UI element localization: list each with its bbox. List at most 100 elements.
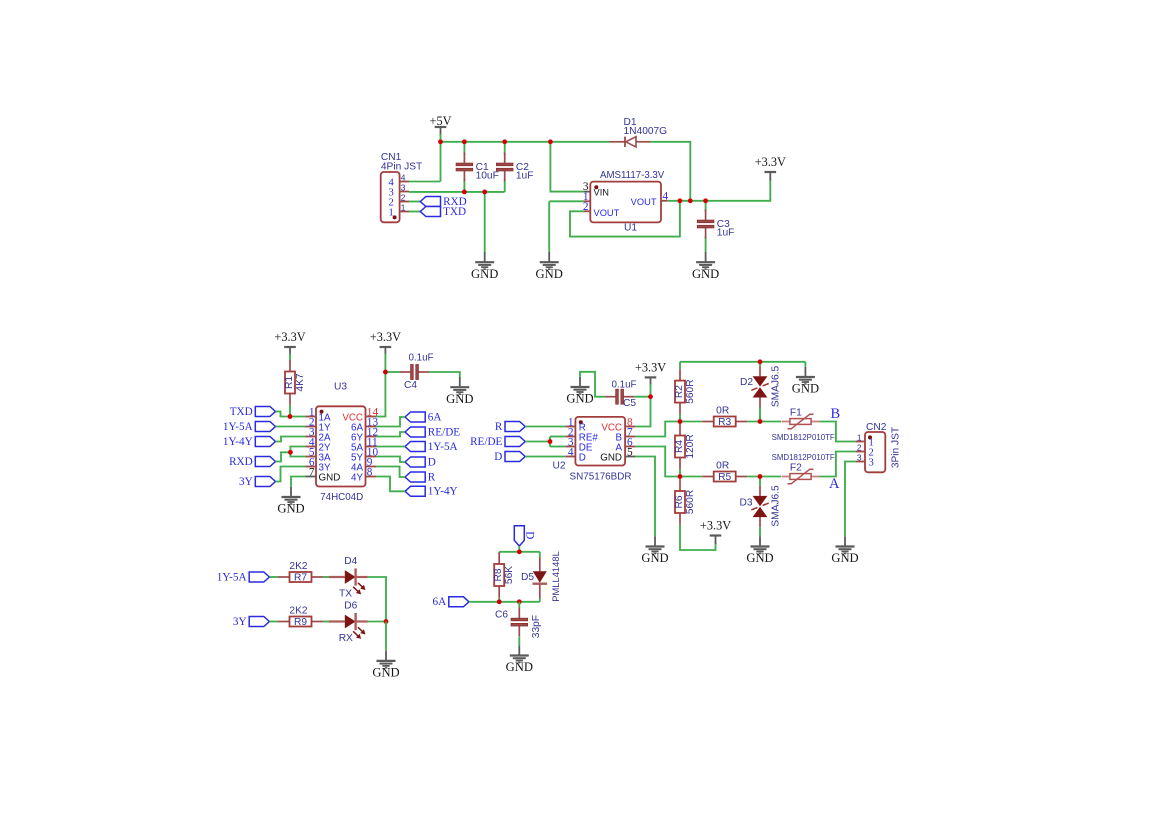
svg-text:+3.3V: +3.3V	[755, 155, 786, 169]
svg-text:+3.3V: +3.3V	[274, 330, 305, 344]
svg-text:4: 4	[309, 437, 315, 449]
svg-text:5Y: 5Y	[351, 452, 363, 463]
svg-text:CN2: CN2	[866, 422, 887, 433]
svg-text:3Y: 3Y	[239, 476, 253, 488]
svg-text:13: 13	[367, 417, 379, 429]
svg-text:1Y-4Y: 1Y-4Y	[223, 436, 253, 448]
svg-text:10: 10	[367, 447, 379, 459]
svg-text:GND: GND	[792, 382, 819, 396]
svg-text:1Y-5A: 1Y-5A	[217, 571, 247, 583]
svg-text:R3: R3	[718, 417, 731, 428]
svg-text:560R: 560R	[685, 379, 696, 403]
svg-text:4: 4	[401, 172, 406, 182]
svg-text:GND: GND	[536, 267, 563, 281]
svg-text:3: 3	[583, 181, 589, 193]
svg-text:3: 3	[857, 452, 862, 462]
svg-text:1: 1	[309, 407, 315, 419]
svg-text:TXD: TXD	[230, 406, 253, 418]
svg-text:TXD: TXD	[443, 206, 466, 218]
svg-text:DE: DE	[579, 442, 593, 453]
svg-text:GND: GND	[746, 551, 773, 565]
svg-text:4K7: 4K7	[295, 373, 306, 391]
svg-text:D: D	[428, 456, 436, 468]
svg-text:4: 4	[389, 177, 395, 188]
svg-text:C5: C5	[623, 398, 636, 409]
svg-text:+3.3V: +3.3V	[370, 330, 401, 344]
svg-text:4Y: 4Y	[351, 472, 363, 483]
svg-text:VIN: VIN	[594, 187, 610, 197]
svg-text:D2: D2	[740, 377, 753, 388]
svg-text:F2: F2	[790, 463, 802, 474]
svg-text:4: 4	[568, 447, 574, 459]
svg-text:3: 3	[389, 187, 394, 198]
svg-text:+3.3V: +3.3V	[635, 361, 666, 375]
svg-text:GND: GND	[506, 660, 533, 674]
svg-text:9: 9	[367, 457, 373, 469]
svg-text:1Y: 1Y	[319, 422, 331, 433]
svg-text:1A: 1A	[319, 412, 331, 423]
svg-text:R1: R1	[284, 376, 295, 389]
svg-text:C3: C3	[717, 219, 730, 230]
svg-text:C6: C6	[495, 610, 508, 621]
svg-text:RE/DE: RE/DE	[428, 426, 460, 438]
svg-text:3Y: 3Y	[233, 616, 247, 628]
svg-text:RXD: RXD	[443, 196, 467, 208]
svg-text:2: 2	[389, 197, 394, 208]
svg-text:RE#: RE#	[579, 432, 599, 443]
svg-text:D4: D4	[344, 556, 357, 567]
svg-text:1uF: 1uF	[717, 227, 735, 238]
svg-text:6A: 6A	[428, 411, 442, 423]
svg-text:1N4007G: 1N4007G	[624, 126, 668, 137]
svg-text:6Y: 6Y	[351, 432, 363, 443]
svg-text:SMAJ6.5: SMAJ6.5	[770, 366, 781, 408]
svg-text:6A: 6A	[433, 596, 447, 608]
svg-text:3: 3	[568, 437, 574, 449]
svg-text:6: 6	[309, 457, 315, 469]
svg-text:2: 2	[869, 447, 874, 458]
svg-text:R: R	[579, 422, 586, 433]
svg-text:0.1uF: 0.1uF	[408, 352, 433, 363]
svg-text:F1: F1	[790, 408, 802, 419]
svg-text:A: A	[615, 442, 622, 453]
svg-text:R5: R5	[718, 472, 731, 483]
svg-text:VCC: VCC	[342, 412, 363, 423]
svg-text:U2: U2	[553, 461, 566, 472]
svg-text:D: D	[579, 452, 586, 463]
svg-text:GND: GND	[831, 551, 858, 565]
svg-text:10uF: 10uF	[476, 170, 499, 181]
svg-text:R2: R2	[674, 385, 685, 398]
svg-text:SMD1812P010TF: SMD1812P010TF	[772, 453, 835, 462]
svg-text:GND: GND	[692, 267, 719, 281]
svg-text:0R: 0R	[716, 460, 729, 471]
svg-text:2K2: 2K2	[289, 561, 307, 572]
svg-text:GND: GND	[600, 452, 622, 463]
svg-text:1: 1	[583, 191, 589, 203]
svg-text:AMS1117-3.3V: AMS1117-3.3V	[600, 170, 665, 181]
svg-text:4: 4	[663, 190, 669, 202]
svg-text:8: 8	[367, 467, 373, 479]
svg-text:4Pin JST: 4Pin JST	[381, 162, 422, 173]
svg-text:2: 2	[857, 442, 862, 452]
svg-text:B: B	[831, 406, 841, 422]
svg-text:1: 1	[857, 432, 862, 442]
svg-text:SMD1812P010TF: SMD1812P010TF	[772, 433, 835, 442]
svg-text:4A: 4A	[351, 462, 363, 473]
svg-text:C2: C2	[516, 162, 529, 173]
svg-text:GND: GND	[566, 392, 593, 406]
svg-text:D: D	[494, 451, 502, 463]
svg-text:PMLL4148L: PMLL4148L	[550, 551, 561, 602]
svg-text:R7: R7	[294, 573, 307, 584]
svg-text:3Pin JST: 3Pin JST	[890, 427, 901, 468]
svg-text:3: 3	[309, 427, 315, 439]
svg-text:GND: GND	[319, 472, 341, 483]
svg-text:SMAJ6.5: SMAJ6.5	[770, 485, 781, 527]
svg-text:D1: D1	[624, 117, 637, 128]
svg-text:RX: RX	[339, 633, 353, 644]
svg-text:3: 3	[869, 457, 874, 468]
svg-text:+5V: +5V	[430, 114, 452, 128]
svg-text:C1: C1	[476, 162, 489, 173]
svg-text:1Y-5A: 1Y-5A	[223, 421, 253, 433]
svg-text:R4: R4	[674, 440, 685, 453]
svg-text:+3.3V: +3.3V	[700, 519, 731, 533]
svg-text:2Y: 2Y	[319, 442, 331, 453]
